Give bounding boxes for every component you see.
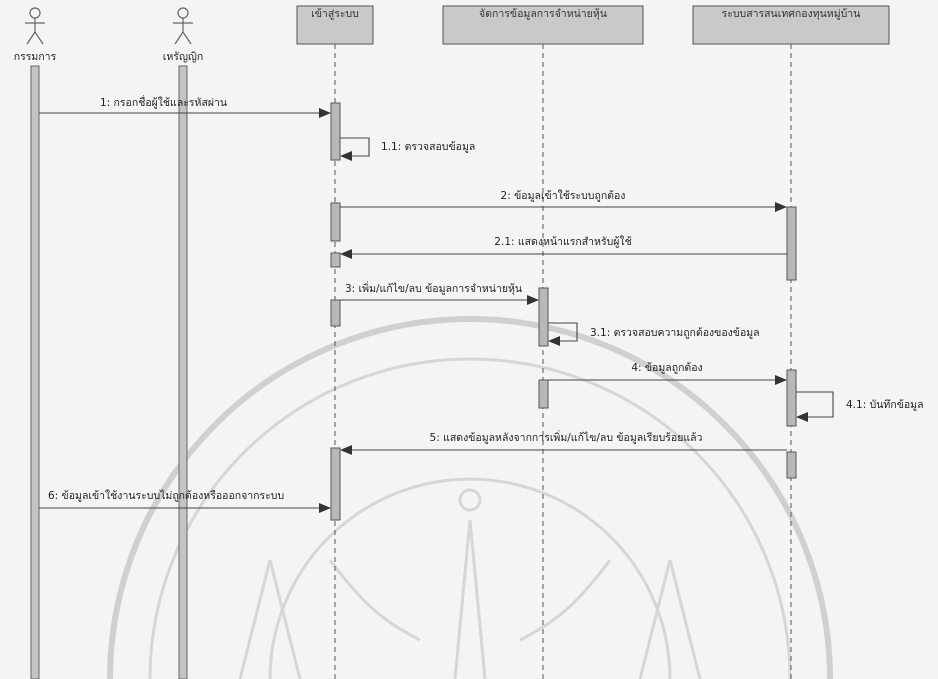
object-system: ระบบสารสนเทศกองทุนหมู่บ้าน <box>692 5 890 45</box>
message-2: 2: ข้อมูลเข้าใช้ระบบถูกต้อง <box>340 189 787 212</box>
activation-committee <box>30 65 40 679</box>
message-label-4: 4: ข้อมูลถูกต้อง <box>631 362 702 374</box>
activation-manage-1 <box>538 287 549 347</box>
message-2-1: 2.1: แสดงหน้าแรกสำหรับผู้ใช้ <box>340 235 787 259</box>
message-label-2-1: 2.1: แสดงหน้าแรกสำหรับผู้ใช้ <box>494 235 631 248</box>
object-login: เข้าสู่ระบบ <box>296 5 374 45</box>
object-label-manage: จัดการข้อมูลการจำหน่ายหุ้น <box>479 8 607 20</box>
actor-label-committee: กรรมการ <box>14 51 57 63</box>
object-label-system: ระบบสารสนเทศกองทุนหมู่บ้าน <box>722 8 861 20</box>
object-manage: จัดการข้อมูลการจำหน่ายหุ้น <box>442 5 644 45</box>
message-label-2: 2: ข้อมูลเข้าใช้ระบบถูกต้อง <box>501 189 626 202</box>
message-4: 4: ข้อมูลถูกต้อง <box>548 362 787 385</box>
activation-system-2 <box>786 369 797 427</box>
activation-login-2 <box>330 202 341 242</box>
message-label-5: 5: แสดงข้อมูลหลังจากการเพิ่ม/แก้ไข/ลบ ข้… <box>430 430 703 444</box>
object-label-login: เข้าสู่ระบบ <box>311 8 359 20</box>
activation-system-3 <box>786 451 797 479</box>
activation-login-4 <box>330 299 341 327</box>
message-4-1: 4.1: บันทึกข้อมูล <box>796 391 924 422</box>
message-1-1: 1.1: ตรวจสอบข้อมูล <box>340 137 475 161</box>
message-label-1: 1: กรอกชื่อผู้ใช้และรหัสผ่าน <box>100 95 227 109</box>
message-label-6: 6: ข้อมูลเข้าใช้งานระบบไม่ถูกต้องหรือออก… <box>48 489 284 502</box>
message-label-3-1: 3.1: ตรวจสอบความถูกต้องของข้อมูล <box>590 327 760 339</box>
message-3-1: 3.1: ตรวจสอบความถูกต้องของข้อมูล <box>548 322 760 346</box>
message-label-4-1: 4.1: บันทึกข้อมูล <box>846 399 924 411</box>
message-label-3: 3: เพิ่ม/แก้ไข/ลบ ข้อมูลการจำหน่ายหุ้น <box>345 281 522 295</box>
actor-label-treasurer: เหรัญญิก <box>163 51 203 63</box>
activation-manage-2 <box>538 379 549 409</box>
message-6: 6: ข้อมูลเข้าใช้งานระบบไม่ถูกต้องหรือออก… <box>39 489 331 513</box>
activation-login-3 <box>330 252 341 268</box>
message-3: 3: เพิ่ม/แก้ไข/ลบ ข้อมูลการจำหน่ายหุ้น <box>340 281 539 305</box>
message-5: 5: แสดงข้อมูลหลังจากการเพิ่ม/แก้ไข/ลบ ข้… <box>340 430 787 455</box>
message-1: 1: กรอกชื่อผู้ใช้และรหัสผ่าน <box>39 95 331 118</box>
activation-treasurer <box>178 65 188 679</box>
actor-committee: กรรมการ <box>14 7 57 63</box>
message-label-1-1: 1.1: ตรวจสอบข้อมูล <box>381 141 475 153</box>
activation-system-1 <box>786 206 797 281</box>
actor-treasurer: เหรัญญิก <box>163 7 203 63</box>
activation-login-1 <box>330 102 341 161</box>
activation-login-5 <box>330 447 341 521</box>
